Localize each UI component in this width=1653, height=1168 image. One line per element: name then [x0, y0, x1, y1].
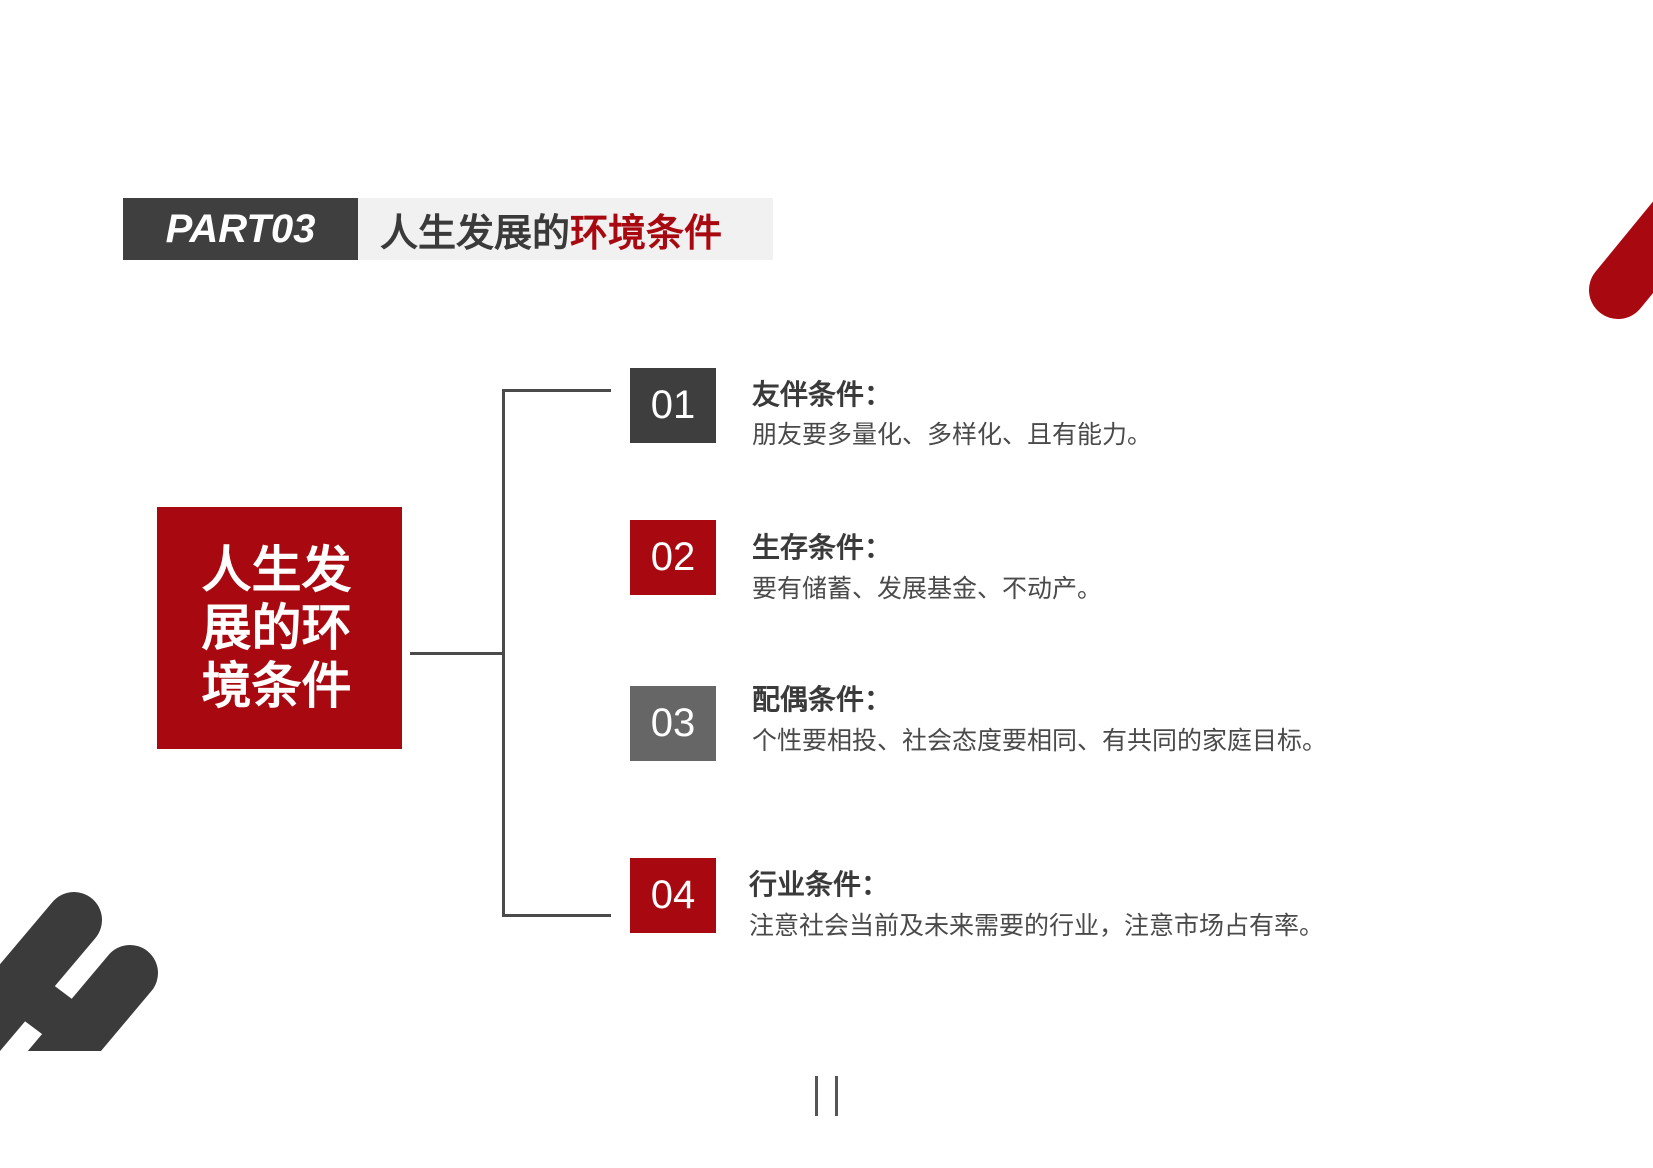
part-badge: PART03 [123, 198, 358, 260]
item-description: 个性要相投、社会态度要相同、有共同的家庭目标。 [752, 726, 1328, 755]
connector-core [410, 652, 504, 655]
item-title: 配偶条件： [752, 683, 893, 716]
core-topic-box: 人生发展的环境条件 [157, 507, 402, 749]
page-title: 人生发展的环境条件 [358, 198, 773, 260]
item-title: 行业条件： [749, 868, 890, 901]
item-description: 要有储蓄、发展基金、不动产。 [752, 574, 1103, 603]
page-title-prefix: 人生发展的 [380, 210, 571, 255]
decorative-dark-shape [0, 892, 158, 1051]
item-title: 友伴条件： [752, 378, 893, 411]
pause-icon[interactable] [812, 1076, 842, 1117]
item-number-box-02: 02 [630, 520, 716, 595]
page-title-accent: 环境条件 [570, 210, 723, 255]
connector-top [502, 389, 611, 392]
item-number: 01 [650, 383, 696, 427]
item-number: 02 [650, 535, 696, 579]
item-number-box-04: 04 [630, 858, 716, 933]
item-description: 朋友要多量化、多样化、且有能力。 [752, 420, 1153, 449]
pause-bar-left [815, 1076, 818, 1116]
item-number: 03 [650, 701, 696, 745]
decorative-red-pill [1589, 201, 1653, 319]
item-number-box-03: 03 [630, 686, 716, 761]
part-label: PART03 [165, 206, 316, 251]
item-title: 生存条件： [752, 531, 893, 564]
connector-bottom [502, 914, 611, 917]
item-number: 04 [650, 873, 696, 917]
item-number-box-01: 01 [630, 368, 716, 443]
pause-bar-right [835, 1076, 838, 1116]
connector-bracket-vertical [502, 389, 505, 917]
core-topic-label: 人生发展的环境条件 [201, 541, 352, 715]
item-description: 注意社会当前及未来需要的行业，注意市场占有率。 [749, 911, 1325, 940]
